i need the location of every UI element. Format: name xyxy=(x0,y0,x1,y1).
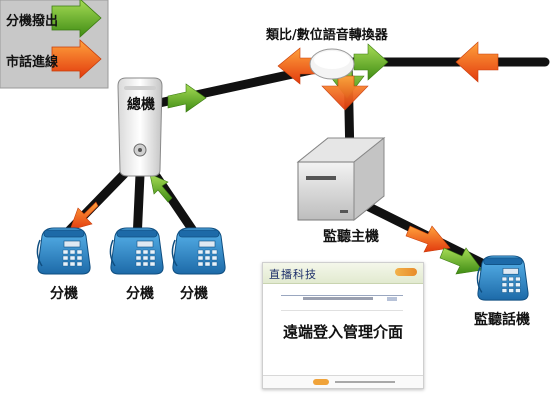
arrow-monitor-green-icon xyxy=(439,247,483,275)
brand-logo-icon xyxy=(395,268,417,276)
screenshot-header: 直播科技 xyxy=(263,263,423,284)
monitor-host-label: 監聽主機 xyxy=(323,229,379,245)
pbx-tower-icon xyxy=(117,77,163,177)
arrow-ext1-in-icon xyxy=(69,201,99,231)
legend-label-extension-out: 分機撥出 xyxy=(6,14,59,29)
pbx-label: 總機 xyxy=(127,97,155,113)
flow-arrows xyxy=(69,41,499,275)
extension-phone-1-icon xyxy=(36,227,91,275)
converter-label: 類比/數位語音轉換器 xyxy=(266,28,388,43)
footer-logo-icon xyxy=(313,379,329,385)
legend-green-arrow-icon xyxy=(51,0,102,38)
legend-orange-arrow-icon xyxy=(51,39,102,79)
extension-phone-3-icon xyxy=(171,227,226,275)
monitor-host-icon xyxy=(296,136,386,222)
converter-device-icon xyxy=(309,48,355,80)
arrow-trunk-in-icon xyxy=(455,41,499,83)
legend xyxy=(0,0,109,89)
remote-login-caption: 遠端登入管理介面 xyxy=(282,323,403,341)
monitor-phone-icon xyxy=(476,255,529,301)
arrow-monitor-orange-icon xyxy=(405,225,451,253)
login-form-strip xyxy=(281,295,403,311)
legend-label-trunk-in: 市話進線 xyxy=(6,55,59,70)
extension-1-label: 分機 xyxy=(50,286,78,302)
extension-3-label: 分機 xyxy=(180,286,208,302)
login-form-button xyxy=(387,297,397,301)
arrow-ext3-out-icon xyxy=(149,173,173,203)
login-form-text xyxy=(303,297,373,300)
screenshot-header-title: 直播科技 xyxy=(269,268,317,281)
monitor-phone-label: 監聽話機 xyxy=(474,312,530,328)
arrow-pbx-out-icon xyxy=(167,83,207,113)
extension-2-label: 分機 xyxy=(126,286,154,302)
arrow-down-orange-icon xyxy=(321,75,369,111)
arrow-converter-out-right-icon xyxy=(353,43,389,81)
extension-phone-2-icon xyxy=(109,227,164,275)
screenshot-footer xyxy=(263,375,423,388)
footer-text-line xyxy=(335,381,395,383)
remote-login-screenshot: 直播科技 遠端登入管理介面 xyxy=(262,262,424,389)
